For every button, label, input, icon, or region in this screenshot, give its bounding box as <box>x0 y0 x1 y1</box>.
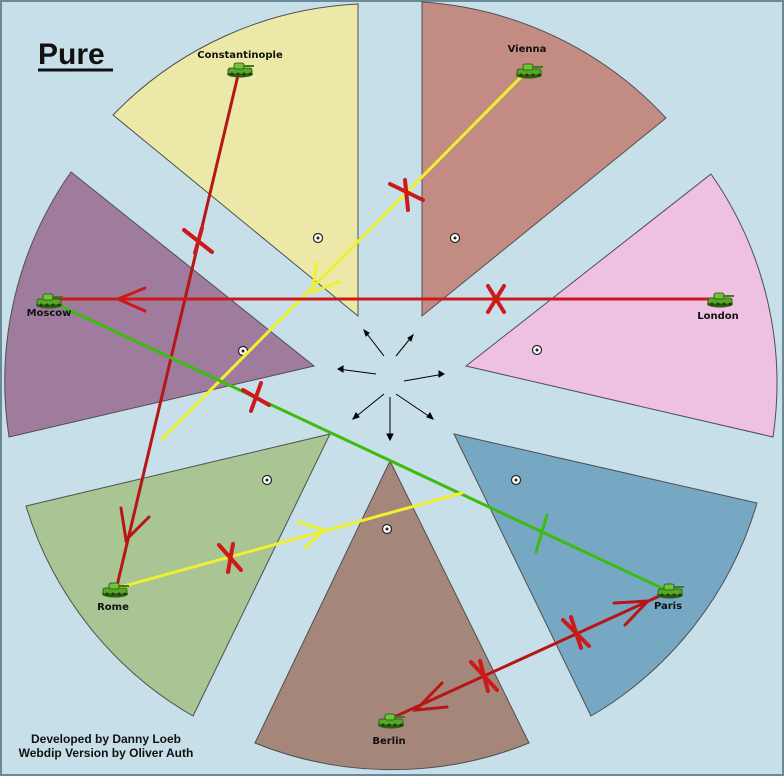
city-label: Vienna <box>508 44 547 55</box>
city-label: Berlin <box>372 736 405 747</box>
city-label: London <box>697 311 739 322</box>
orders-layer <box>48 68 722 720</box>
supply-center-icon <box>261 474 273 486</box>
city-berlin[interactable]: Berlin <box>372 713 406 747</box>
city-label: Paris <box>654 601 682 612</box>
support-order-moscow-paris <box>48 299 670 593</box>
berlin-territory[interactable] <box>254 459 530 771</box>
map-title: Pure <box>38 38 105 71</box>
london-territory[interactable] <box>464 173 778 438</box>
center-compass <box>337 328 445 442</box>
city-london[interactable]: London <box>697 292 739 322</box>
supply-center-icon <box>312 232 324 244</box>
supply-center-icon <box>510 474 522 486</box>
supply-center-icon <box>531 344 543 356</box>
supply-center-icon <box>449 232 461 244</box>
rome-territory[interactable] <box>25 433 331 717</box>
supply-center-icon <box>381 523 393 535</box>
constantinople-territory[interactable] <box>112 3 359 318</box>
vienna-territory[interactable] <box>421 1 667 318</box>
move-order-rome-berlin-area <box>115 491 464 590</box>
paris-territory[interactable] <box>453 433 758 717</box>
credit-line: Developed by Danny Loeb <box>31 732 181 746</box>
city-label: Moscow <box>27 308 72 319</box>
credits-block: Developed by Danny Loeb Webdip Version b… <box>19 732 194 760</box>
city-moscow[interactable]: Moscow <box>27 293 72 319</box>
territory-sectors <box>4 1 778 771</box>
city-paris[interactable]: Paris <box>654 583 685 612</box>
moscow-territory[interactable] <box>4 171 316 438</box>
units-layer: Constantinople Vienna London Moscow Rome… <box>27 44 739 747</box>
city-label: Constantinople <box>197 50 283 61</box>
credit-line: Webdip Version by Oliver Auth <box>19 746 194 760</box>
supply-centers <box>237 232 543 535</box>
move-order-berlin-paris <box>390 591 668 720</box>
city-constantinople[interactable]: Constantinople <box>197 50 283 78</box>
move-order-constantinople-rome <box>114 69 241 592</box>
map-title-block: Pure <box>38 38 113 72</box>
move-order-vienna-moscow-area <box>160 68 530 441</box>
city-rome[interactable]: Rome <box>97 582 130 613</box>
city-vienna[interactable]: Vienna <box>508 44 547 79</box>
city-label: Rome <box>97 602 129 613</box>
move-order-london-moscow <box>48 284 722 314</box>
